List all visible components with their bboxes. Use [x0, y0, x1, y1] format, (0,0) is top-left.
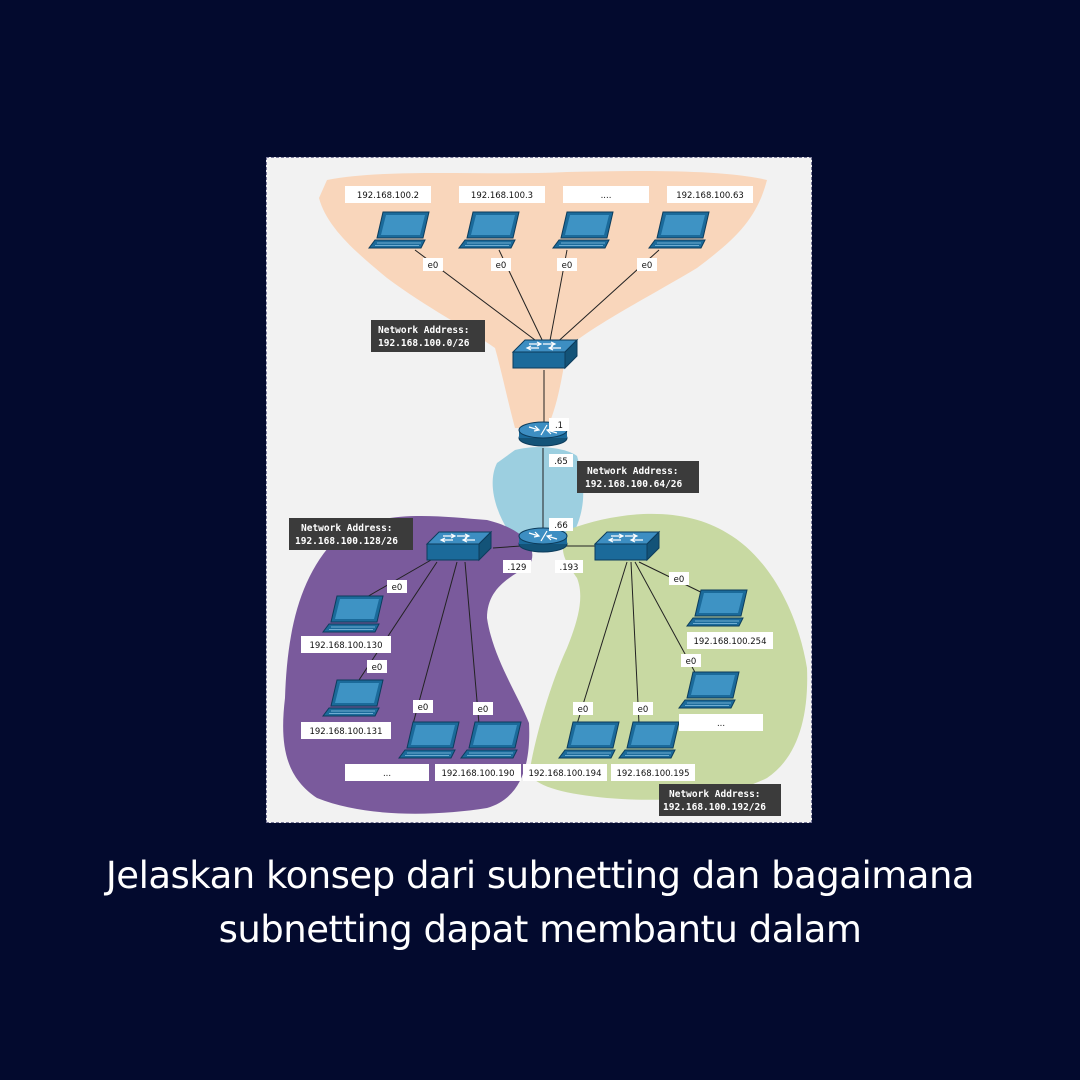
host-ip-label: 192.168.100.194 — [528, 769, 601, 779]
network-address-value: 192.168.100.64/26 — [585, 479, 683, 490]
router-port-label: .1 — [555, 421, 563, 431]
port-label: e0 — [428, 261, 439, 271]
port-label: e0 — [478, 705, 489, 715]
switch-top-icon — [512, 339, 578, 369]
network-address-link: Network Address: 192.168.100.64/26 — [577, 461, 699, 493]
port-label: e0 — [578, 705, 589, 715]
subnet-link-area — [492, 447, 584, 538]
subnet-left-area — [283, 515, 533, 814]
port-label: e0 — [496, 261, 507, 271]
port-label: e0 — [686, 657, 697, 667]
diagram-canvas: 192.168.100.2 192.168.100.3 .... 192.168… — [283, 170, 808, 816]
host-ip-label: 192.168.100.190 — [441, 769, 514, 779]
caption-line-1: Jelaskan konsep dari subnetting dan baga… — [105, 854, 975, 897]
host-ip-label: 192.168.100.130 — [309, 641, 382, 651]
port-label: e0 — [392, 583, 403, 593]
network-address-top: Network Address: 192.168.100.0/26 — [371, 320, 485, 352]
network-address-title: Network Address: — [587, 466, 679, 477]
caption-line-2: subnetting dapat membantu dalam — [218, 908, 862, 951]
port-labels-left: e0 e0 e0 e0 — [367, 580, 493, 715]
network-diagram: 192.168.100.2 192.168.100.3 .... 192.168… — [266, 157, 812, 823]
router-port-label: .193 — [560, 563, 579, 573]
network-address-title: Network Address: — [669, 789, 761, 800]
switch-right-icon — [594, 531, 660, 561]
router-2-icon — [518, 527, 568, 553]
network-address-value: 192.168.100.192/26 — [663, 802, 766, 813]
host-ip-label: .... — [601, 191, 612, 201]
host-ip-labels-top: 192.168.100.2 192.168.100.3 .... 192.168… — [345, 186, 753, 203]
host-ip-label: 192.168.100.131 — [309, 727, 382, 737]
port-label: e0 — [638, 705, 649, 715]
router-port-label: .65 — [554, 457, 568, 467]
subnet-top-area — [319, 170, 767, 429]
network-address-left: Network Address: 192.168.100.128/26 — [289, 518, 413, 550]
router-port-label: .129 — [508, 563, 527, 573]
port-labels-top: e0 e0 e0 e0 — [423, 258, 657, 271]
host-ip-label: 192.168.100.2 — [357, 191, 419, 201]
port-labels-right: e0 e0 e0 e0 — [573, 572, 701, 715]
network-address-value: 192.168.100.0/26 — [378, 338, 470, 349]
router-port-label: .66 — [554, 521, 568, 531]
network-address-right: Network Address: 192.168.100.192/26 — [659, 784, 781, 816]
port-label: e0 — [372, 663, 383, 673]
router-port-labels: .1 .65 .66 .129 .193 — [503, 418, 583, 573]
host-ip-labels-left: 192.168.100.130 192.168.100.131 ... 192.… — [301, 636, 521, 781]
host-ip-label: ... — [717, 719, 725, 729]
host-ip-label: 192.168.100.254 — [693, 637, 766, 647]
host-ip-label: 192.168.100.3 — [471, 191, 533, 201]
host-ip-labels-right: 192.168.100.254 ... 192.168.100.194 192.… — [523, 632, 773, 781]
network-address-title: Network Address: — [378, 325, 470, 336]
port-label: e0 — [418, 703, 429, 713]
network-address-value: 192.168.100.128/26 — [295, 536, 398, 547]
network-address-title: Network Address: — [301, 523, 393, 534]
host-ip-label: 192.168.100.195 — [616, 769, 689, 779]
port-label: e0 — [674, 575, 685, 585]
port-label: e0 — [562, 261, 573, 271]
switch-left-icon — [426, 531, 492, 561]
port-label: e0 — [642, 261, 653, 271]
host-ip-label: 192.168.100.63 — [676, 191, 744, 201]
host-ip-label: ... — [383, 769, 391, 779]
